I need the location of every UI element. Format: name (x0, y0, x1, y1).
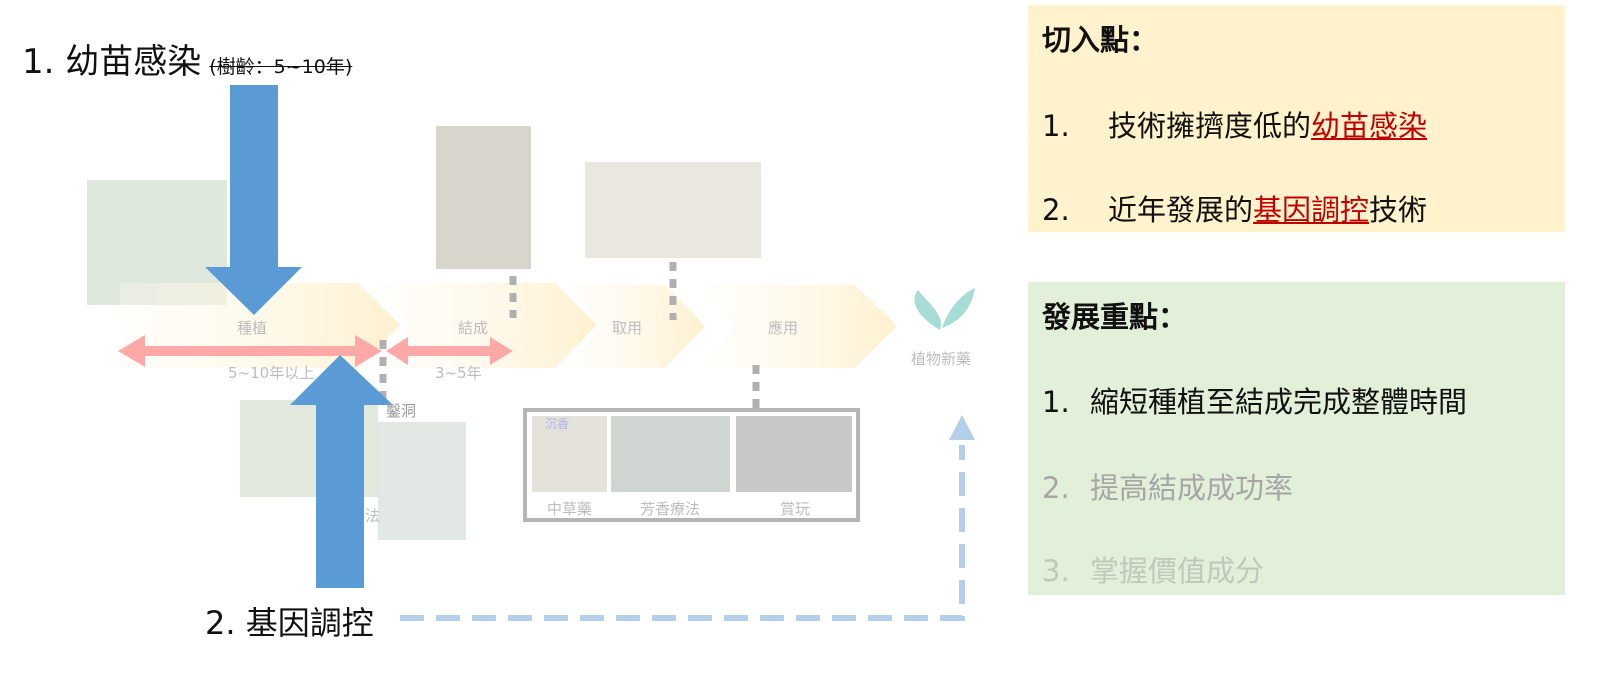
duration-arrows (118, 335, 513, 367)
stage-label: 結成 (458, 319, 489, 337)
leaf-logo-icon (914, 288, 975, 330)
dashed-arrowhead (949, 415, 975, 440)
focus-title: 發展重點： (1042, 300, 1188, 334)
up-arrow-gene (290, 355, 393, 588)
agarwood-piece-photo (585, 162, 761, 258)
seedling-infection-label: 1. 幼苗感染(樹齡：5~10年) (22, 42, 353, 82)
gene-regulation-label: 2. 基因調控 (205, 604, 374, 642)
use-label: 中草藥 (547, 500, 593, 518)
use-label: 芳香療法 (640, 500, 701, 518)
stage-chevron-application (705, 285, 897, 368)
tree-age-struck: (樹齡：5~10年) (209, 56, 353, 78)
duration-label: 3~5年 (435, 364, 482, 382)
focus-item: 1.縮短種植至結成完成整體時間 (1042, 385, 1468, 419)
stage-label: 取用 (612, 319, 643, 337)
result-label: 植物新藥 (911, 350, 972, 368)
uses-frame (523, 408, 860, 522)
entry-item: 1.技術擁擠度低的幼苗感染 (1042, 109, 1428, 143)
entry-point-box: 切入點： 1.技術擁擠度低的幼苗感染 2.近年發展的基因調控技術 (1028, 5, 1565, 232)
method-label: 法 (365, 507, 381, 525)
down-arrow-seedling (205, 85, 302, 315)
focus-item: 2.提高結成成功率 (1042, 471, 1294, 505)
focus-item: 3.掌握價值成分 (1042, 554, 1265, 588)
dotted-connectors (379, 262, 760, 415)
dashed-path (400, 445, 965, 621)
stage-chevron-harvest (570, 285, 705, 368)
agarwood-trunk-photo (436, 126, 531, 269)
stage-label: 應用 (768, 319, 799, 337)
focus-box: 發展重點： 1.縮短種植至結成完成整體時間 2.提高結成成功率 3.掌握價值成分 (1028, 282, 1565, 595)
entry-title: 切入點： (1042, 23, 1159, 57)
stage-label: 種植 (237, 319, 268, 337)
use-label: 賞玩 (780, 500, 811, 518)
entry-item: 2.近年發展的基因調控技術 (1042, 193, 1428, 227)
method-label: 鑿洞 (386, 402, 417, 420)
infusion-photo (378, 422, 466, 540)
photo-caption: 沉香 (545, 417, 570, 431)
duration-label: 5~10年以上 (228, 364, 315, 382)
